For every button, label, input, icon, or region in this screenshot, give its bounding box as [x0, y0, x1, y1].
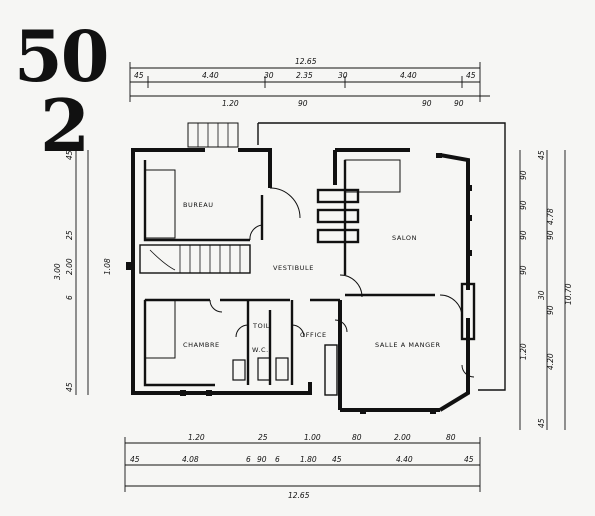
- dim-bot2-7: 45: [332, 455, 342, 464]
- dim-bot2-2: 4.08: [182, 455, 199, 464]
- dim-right-outer-1: 4.78: [546, 208, 555, 225]
- dim-bot1-4: 80: [352, 433, 362, 442]
- terrace-outline: [187, 122, 506, 391]
- dim-bot2-3: 6: [246, 455, 251, 464]
- dim-bot1-3: 1.00: [304, 433, 321, 442]
- dim-top-2: 4.40: [202, 71, 219, 80]
- dim-bot2-1: 45: [130, 455, 140, 464]
- plate-number-bottom: 2: [40, 83, 90, 168]
- dim-top3-1: 90: [422, 99, 432, 108]
- dim-right-outer-3: 10.70: [564, 283, 573, 305]
- dim-top-4: 2.35: [296, 71, 313, 80]
- room-label-wc: W.C.: [252, 346, 269, 354]
- dim-left-5: 2.00: [65, 258, 74, 275]
- dim-right-5: 90: [519, 265, 528, 275]
- room-label-bureau: BUREAU: [183, 201, 214, 209]
- dim-right-2: 90: [519, 170, 528, 180]
- door-swings: [209, 187, 475, 378]
- dim-left-2: 25: [65, 230, 74, 240]
- dim-bot-total: 12.65: [288, 491, 310, 500]
- dim-right-6: 90: [546, 230, 555, 240]
- room-label-chambre: CHAMBRE: [183, 341, 220, 349]
- dim-bot2-6: 1.80: [300, 455, 317, 464]
- dim-left-6: 1.08: [103, 258, 112, 275]
- dim-bot2-5: 6: [275, 455, 280, 464]
- room-label-salon: SALON: [392, 234, 417, 242]
- interior-walls: [139, 159, 476, 396]
- dim-bot1-5: 2.00: [394, 433, 411, 442]
- room-label-toilet: TOIL: [252, 322, 270, 330]
- dim-right-3: 90: [519, 200, 528, 210]
- dim-left-3: 3.00: [53, 263, 62, 280]
- dim-left-7: 45: [65, 382, 74, 392]
- dim-top-6: 4.40: [400, 71, 417, 80]
- dim-right-1: 45: [537, 150, 546, 160]
- dim-bot1-1: 1.20: [188, 433, 205, 442]
- dim-right-outer-4: 45: [537, 418, 546, 428]
- dim-top3-2: 90: [454, 99, 464, 108]
- plate-number-top: 50: [14, 15, 109, 98]
- dim-top2-1: 1.20: [222, 99, 239, 108]
- dimension-labels-top: 12.65 45 4.40 30 2.35 30 4.40 45 1.20 90…: [134, 57, 476, 108]
- dimension-labels-right: 45 90 90 90 90 90 30 90 1.20 4.78 4.20 1…: [519, 150, 573, 428]
- dim-bot1-6: 80: [446, 433, 456, 442]
- dimension-lines: [75, 62, 566, 492]
- dimension-labels-left: 45 25 3.00 6 2.00 1.08 45: [53, 150, 112, 392]
- dim-top-3: 30: [264, 71, 274, 80]
- dimension-labels-bottom: 1.20 25 1.00 80 2.00 80 45 4.08 6 90 6 1…: [130, 433, 474, 500]
- room-label-salle-a-manger: SALLE A MANGER: [375, 341, 441, 349]
- dim-top-5: 30: [338, 71, 348, 80]
- dim-right-4: 90: [519, 230, 528, 240]
- dim-right-9: 1.20: [519, 343, 528, 360]
- dim-bot1-2: 25: [258, 433, 268, 442]
- dim-top2-2: 90: [298, 99, 308, 108]
- dim-left-4: 6: [65, 295, 74, 300]
- dim-top-7: 45: [466, 71, 476, 80]
- dim-right-7: 30: [537, 290, 546, 300]
- dim-right-8: 90: [546, 305, 555, 315]
- room-label-office: OFFICE: [300, 331, 327, 339]
- dim-bot2-4: 90: [257, 455, 267, 464]
- wall-openings: [126, 153, 472, 414]
- stair-treads: [149, 245, 241, 273]
- dim-bot2-8: 4.40: [396, 455, 413, 464]
- exterior-walls: [131, 148, 470, 412]
- dim-right-outer-2: 4.20: [546, 353, 555, 370]
- dim-top-1: 45: [134, 71, 144, 80]
- dim-bot2-9: 45: [464, 455, 474, 464]
- dim-left-1: 45: [65, 150, 74, 160]
- dim-top-total: 12.65: [295, 57, 317, 66]
- room-label-vestibule: VESTIBULE: [273, 264, 314, 272]
